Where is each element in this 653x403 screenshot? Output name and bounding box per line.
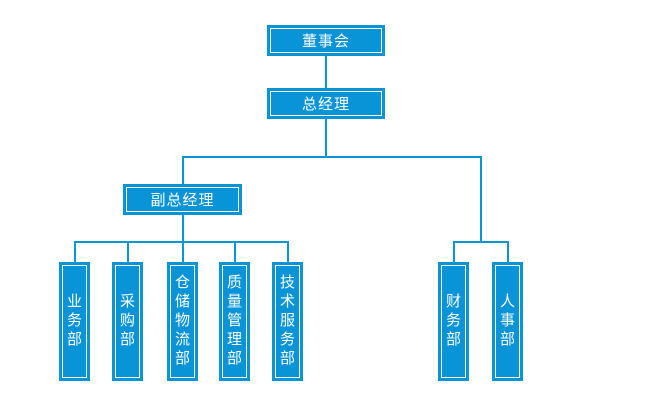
connector-drop-finance [453, 241, 455, 263]
connector-drop-business [74, 241, 76, 263]
connector-dgm-down-stem [182, 215, 184, 243]
connector-drop-hr [507, 241, 509, 263]
connector-gm-down-stem [325, 119, 327, 157]
node-quality-management-dept: 质量管理部 [219, 262, 250, 381]
connector-right-branch-stem [480, 156, 482, 243]
node-finance-dept: 财务部 [438, 262, 469, 381]
connector-drop-quality [234, 241, 236, 263]
connector-dgm-horizontal-rail [74, 241, 289, 243]
node-general-manager: 总经理 [267, 88, 385, 119]
node-technical-service-dept: 技术服务部 [272, 262, 303, 381]
connector-right-horizontal-rail [453, 241, 509, 243]
connector-drop-tech-service [287, 241, 289, 263]
node-deputy-general-manager: 副总经理 [123, 184, 242, 215]
connector-drop-warehouse [182, 241, 184, 263]
connector-drop-purchase [127, 241, 129, 263]
node-warehouse-logistics-dept: 仓储物流部 [167, 262, 198, 381]
connector-gm-horizontal-rail [182, 156, 482, 158]
node-purchasing-dept: 采购部 [112, 262, 143, 381]
node-business-dept: 业务部 [59, 262, 90, 381]
connector-drop-to-dgm [182, 156, 184, 185]
node-hr-dept: 人事部 [492, 262, 523, 381]
connector-board-to-gm [325, 56, 327, 89]
node-board-of-directors: 董事会 [267, 25, 385, 56]
